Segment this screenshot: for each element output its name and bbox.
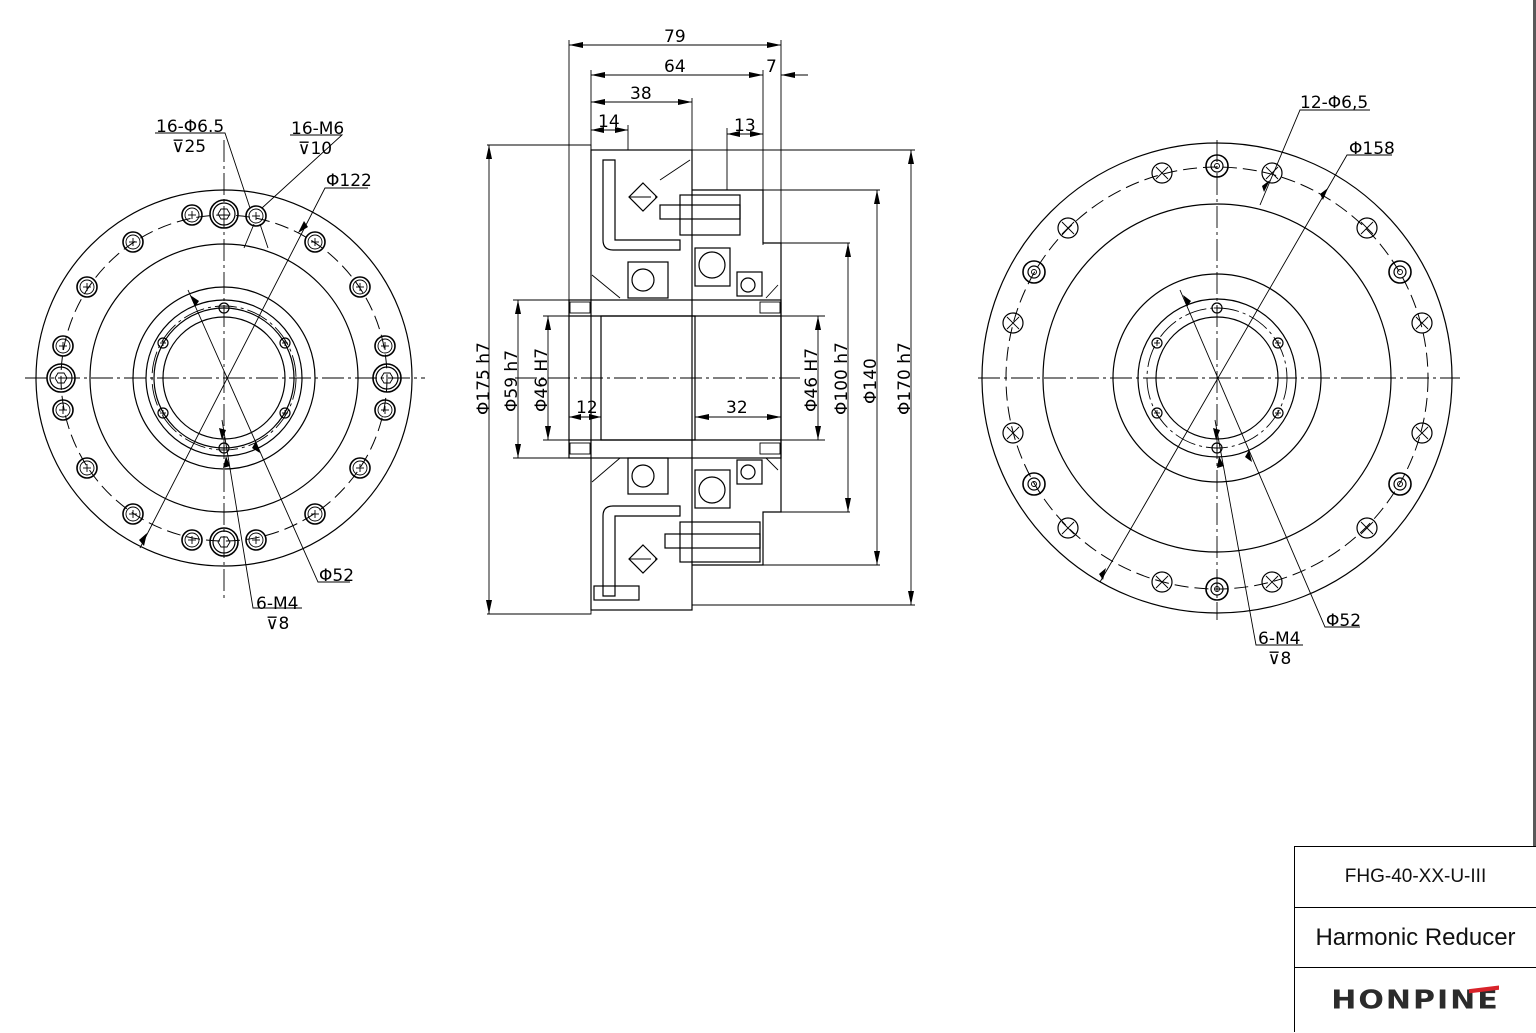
right-inner-tapped-label: 6-M4 [1258,629,1300,649]
dim-dia-175: Φ175 h7 [474,342,494,415]
right-through-holes-label: 12-Φ6,5 [1300,93,1368,113]
dim-right-recess: 32 [726,398,748,418]
title-block: FHG-40-XX-U-III Harmonic Reducer HONPINE [1294,846,1536,1032]
dim-dia-100: Φ100 h7 [832,342,852,415]
left-view: 16-Φ6.5 ⊽25 16-M6 ⊽10 Φ122 Φ52 6-M4 ⊽8 [25,117,425,634]
brand-logo: HONPINE [1295,968,1536,1033]
dim-inner-length: 38 [630,84,652,104]
left-tapped-holes-label: 16-M6 [291,119,344,139]
right-pcd-outer-label: Φ158 [1349,139,1395,159]
section-view: 79 64 7 38 14 13 [474,27,915,615]
dim-left-recess: 12 [576,398,598,418]
dim-flange-offset: 7 [766,57,777,77]
model-number: FHG-40-XX-U-III [1295,847,1536,908]
left-inner-tapped-label: 6-M4 [256,594,298,614]
dim-dia-46-right: Φ46 H7 [802,348,822,412]
right-pcd-inner-label: Φ52 [1326,611,1361,631]
dim-overall-length: 79 [664,27,686,47]
dim-dia-59: Φ59 h7 [502,350,522,412]
dim-dia-170: Φ170 h7 [895,342,915,415]
right-view: 12-Φ6,5 Φ158 Φ52 6-M4 ⊽8 [978,93,1460,669]
left-tapped-depth-label: ⊽10 [298,139,332,159]
left-inner-depth-label: ⊽8 [266,614,289,634]
product-name: Harmonic Reducer [1295,908,1536,968]
left-through-holes-label: 16-Φ6.5 [156,117,224,137]
brand-logo-text: HONPINE [1331,985,1499,1015]
page-edge [1533,0,1536,1032]
left-pcd-outer-label: Φ122 [326,171,372,191]
dim-dia-140: Φ140 [861,358,881,404]
dim-right-step: 13 [734,116,756,136]
right-inner-depth-label: ⊽8 [1268,649,1291,669]
left-pcd-inner-label: Φ52 [319,566,354,586]
dim-body-length: 64 [664,57,686,77]
dim-dia-46-left: Φ46 H7 [532,348,552,412]
left-through-depth-label: ⊽25 [172,137,206,157]
dim-left-step: 14 [598,112,620,132]
